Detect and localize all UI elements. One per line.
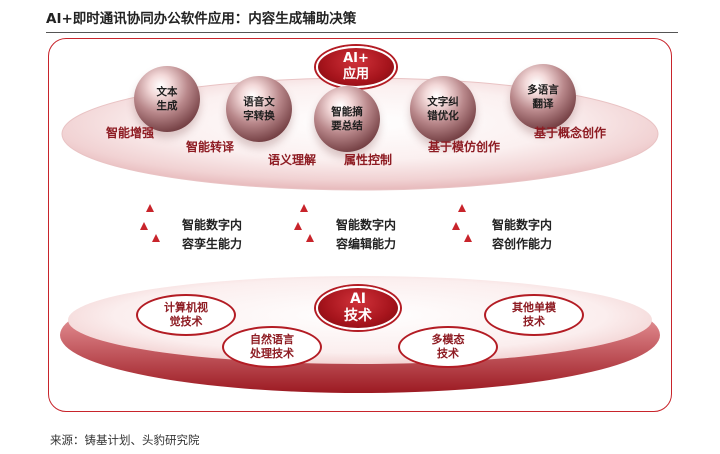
label-concept-creation: 基于概念创作 [534,126,607,140]
sphere-line: 生成 [156,100,178,112]
sphere-line: 多语言 [527,83,559,96]
tech-line: 其他单模 [512,300,556,314]
sphere-text-generation: 文本生成 [134,66,200,132]
tech-line: 处理技术 [250,347,294,360]
sphere-multilingual-translation: 多语言翻译 [510,64,576,130]
capability-line: 智能数字内 [182,218,243,232]
tech-nlp: 自然语言处理技术 [222,326,322,368]
label-smart-translation: 智能转译 [186,140,235,154]
sphere-line: 文本 [156,85,178,98]
sphere-line: 翻译 [532,98,554,110]
capability-line: 容编辑能力 [336,237,397,252]
tech-computer-vision: 计算机视觉技术 [136,294,236,336]
sphere-smart-summary: 智能摘要总结 [314,86,380,152]
label-semantic-understanding: 语义理解 [268,153,317,167]
technology-badge: AI 技术 [316,286,400,330]
arrow-group-2 [294,204,314,270]
tech-line: 自然语言 [250,332,294,346]
tech-line: 技术 [437,347,459,360]
capability-twin: 智能数字内 容孪生能力 [182,216,242,254]
capability-line: 容孪生能力 [182,237,243,252]
label-imitation-creation: 基于模仿创作 [428,140,501,154]
application-badge-line-2: 应用 [342,67,369,82]
sphere-line: 字转换 [243,110,275,122]
application-badge-line-1: AI+ [343,51,369,67]
sphere-line: 智能摘 [331,105,363,118]
sphere-line: 文字纠 [427,95,459,108]
capability-creation: 智能数字内 容创作能力 [492,216,552,254]
arrow-group-1 [140,204,160,270]
label-attribute-control: 属性控制 [344,153,393,167]
sphere-line: 语音文 [243,95,275,108]
capability-line: 智能数字内 [492,218,553,232]
sphere-speech-to-text: 语音文字转换 [226,76,292,142]
tech-line: 觉技术 [169,315,203,328]
title-divider [46,32,678,33]
capability-line: 智能数字内 [336,218,397,232]
tech-multimodal: 多模态技术 [398,326,498,368]
tech-other-single-modal: 其他单模技术 [484,294,584,336]
arrow-group-3 [452,204,472,270]
application-badge: AI+ 应用 [316,46,396,88]
page-title: AI+即时通讯协同办公软件应用：内容生成辅助决策 [46,11,357,27]
capability-line: 容创作能力 [492,237,553,252]
tech-line: 计算机视 [164,300,208,314]
tech-line: 技术 [523,315,545,328]
technology-badge-line-1: AI [349,291,367,308]
technology-badge-line-2: 技术 [344,308,372,324]
label-smart-enhancement: 智能增强 [106,126,155,140]
sphere-line: 要总结 [331,120,363,132]
capability-editing: 智能数字内 容编辑能力 [336,216,396,254]
tech-line: 多模态 [431,332,465,346]
sphere-line: 错优化 [427,110,459,122]
sphere-text-correction: 文字纠错优化 [410,76,476,142]
source-note: 来源：铸基计划、头豹研究院 [50,433,200,447]
